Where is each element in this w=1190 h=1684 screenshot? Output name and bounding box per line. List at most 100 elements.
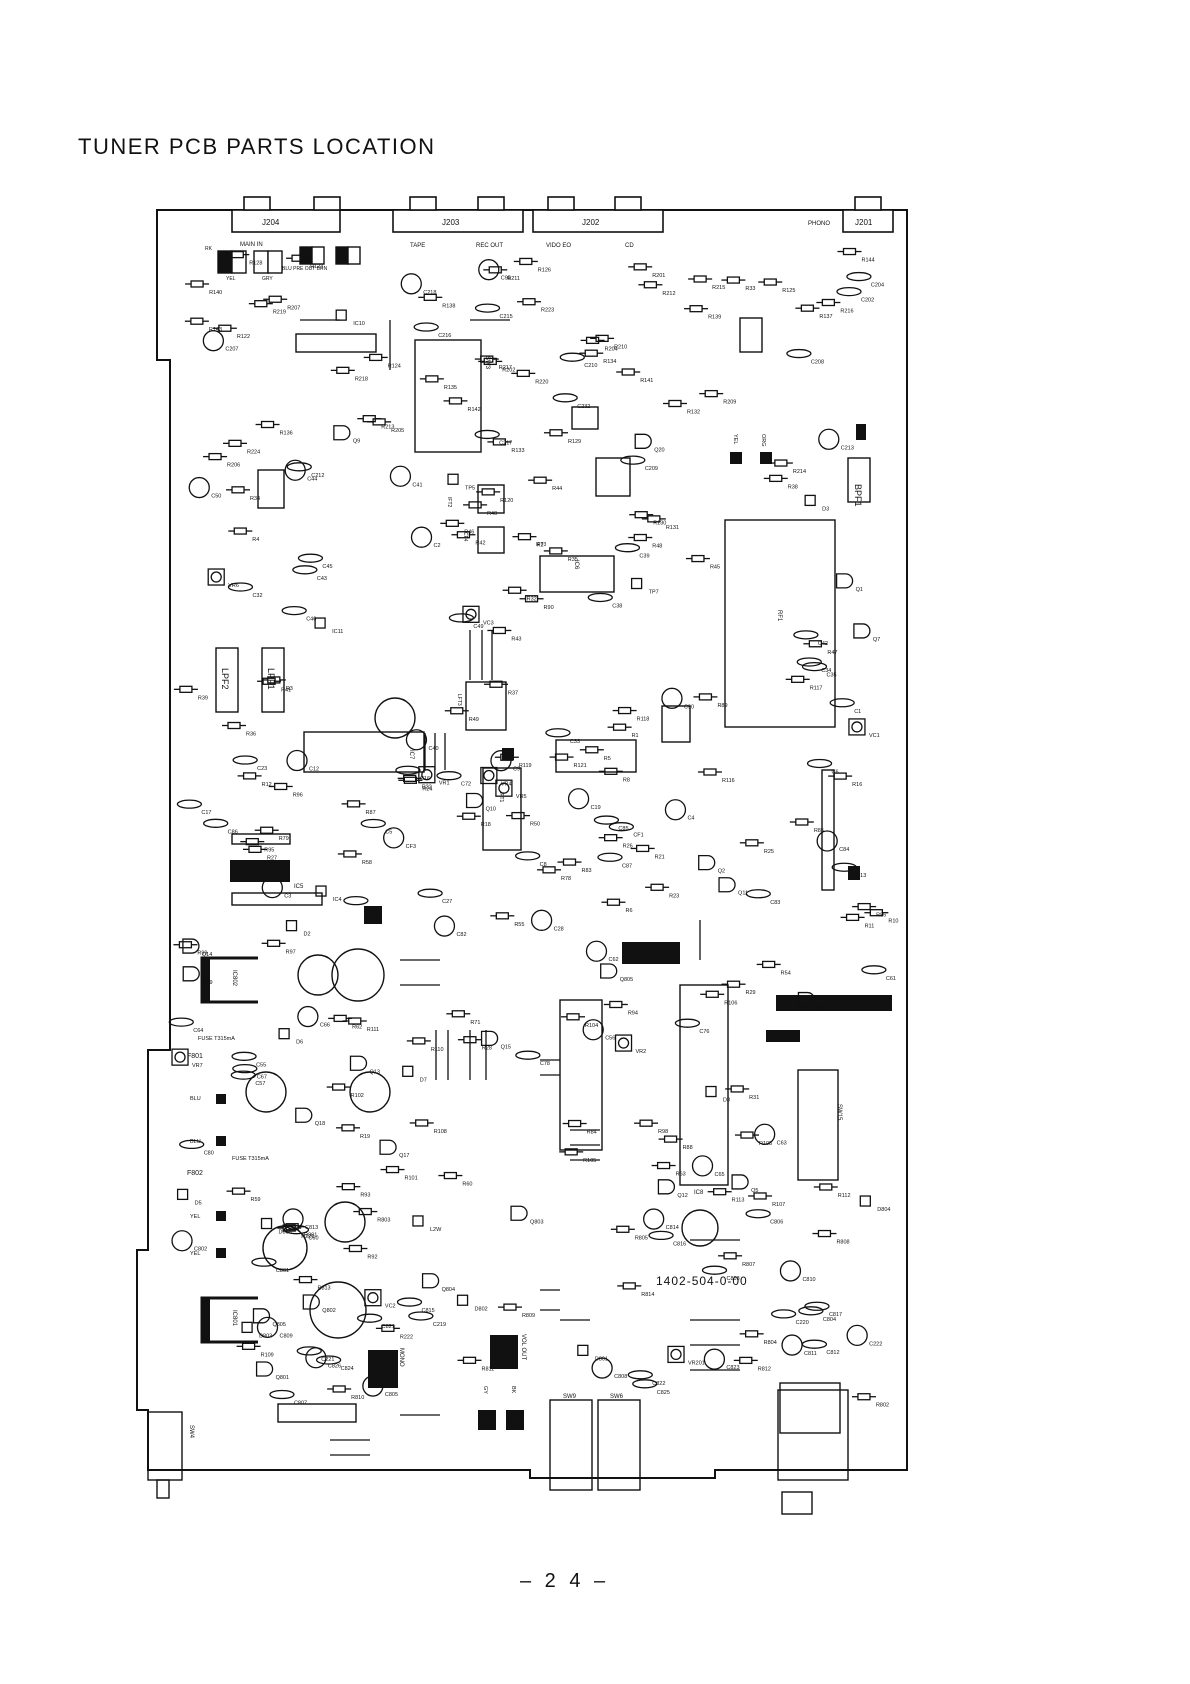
part-label: R121: [574, 763, 587, 769]
part-label: R808: [836, 1240, 849, 1246]
rf1-label: RF1: [776, 610, 782, 622]
transistor-icon: [421, 1273, 440, 1289]
part-label: C208: [811, 360, 824, 366]
part-label: R804: [764, 1340, 777, 1346]
connector-labels: J204 J203 J202 J201 PHONO TAPE REC OUT V…: [205, 218, 873, 282]
part-label: R106: [724, 1000, 737, 1006]
resistor-icon: [758, 278, 783, 286]
capacitor-icon: [256, 1316, 279, 1339]
part-label: VR7: [192, 1063, 203, 1069]
part-label: R39: [198, 695, 208, 701]
part-label: R122: [237, 334, 250, 340]
trimmer-icon: [848, 718, 866, 736]
part-label: C65: [715, 1172, 725, 1178]
top-connectors: [231, 196, 894, 233]
resistor-icon: [739, 839, 764, 847]
resistor-icon: [725, 1085, 750, 1093]
ift2-label: IFT2: [446, 497, 452, 507]
part-label: C801: [276, 1268, 289, 1274]
part-label: R45: [710, 565, 720, 571]
part-label: VR1: [439, 781, 450, 787]
ic8-block: [679, 984, 729, 1186]
board-part-number: 1402-504-0-00: [656, 1274, 748, 1288]
part-label: R8: [623, 777, 630, 783]
part-label: C812: [826, 1350, 839, 1356]
part-label: C67: [257, 1075, 267, 1081]
part-label: R810: [351, 1395, 364, 1401]
part-label: C64: [193, 1028, 203, 1034]
part-label: R89: [717, 703, 727, 709]
vol-out-label: VOL OUT: [520, 1334, 526, 1360]
resistor-icon: [699, 389, 724, 398]
capacitor-icon: [786, 348, 812, 359]
part-label: R217: [499, 365, 512, 371]
part-label: R32: [527, 596, 537, 602]
capacitor-icon: [648, 1230, 674, 1241]
resistor-icon: [173, 685, 198, 693]
pre-out-label: BLU PRE OUT BRN: [282, 266, 328, 272]
component-icon: [260, 1217, 273, 1230]
part-label: C817: [829, 1312, 842, 1318]
resistor-icon: [721, 980, 746, 988]
resistor-icon: [561, 1013, 586, 1021]
part-label: C84: [839, 847, 849, 853]
fuse2-label: FUSE T315mA: [232, 1156, 269, 1162]
rec-out-label: REC OUT: [476, 243, 503, 249]
part-label: R126: [538, 267, 551, 273]
capacitor-icon: [701, 1265, 728, 1275]
part-label: R101: [405, 1176, 418, 1182]
part-label: R1: [632, 733, 639, 739]
capacitor-icon: [282, 1208, 304, 1230]
part-label: R43: [511, 636, 521, 642]
capacitor-icon: [179, 1139, 205, 1150]
part-label: CF1: [633, 833, 643, 839]
capacitor-icon: [818, 428, 840, 450]
part-label: R144: [862, 258, 875, 264]
part-label: R120: [500, 498, 513, 504]
capacitor-icon: [661, 687, 683, 709]
part-label: C38: [612, 603, 622, 609]
part-label: C87: [622, 863, 632, 869]
part-label: R92: [367, 1255, 377, 1261]
part-label: R46: [464, 529, 474, 535]
part-label: R50: [530, 822, 540, 828]
transistor-icon: [255, 1361, 274, 1377]
capacitor-icon: [478, 259, 500, 281]
transistor-icon: [333, 425, 351, 441]
part-label: C219: [433, 1322, 446, 1328]
part-label: C215: [500, 314, 513, 320]
capacitor-icon: [261, 876, 283, 899]
capacitor-icon: [410, 526, 433, 548]
lft3-label: LFT3: [456, 694, 462, 706]
resistor-icon: [557, 858, 582, 866]
capacitor-icon: [232, 755, 258, 765]
part-label: Q5: [751, 1188, 758, 1194]
resistor-icon: [397, 774, 422, 783]
mono-label: MONO: [398, 1348, 404, 1367]
rf1-block: [724, 519, 836, 728]
power-ic-brackets: [200, 956, 258, 1344]
part-label: C3: [284, 894, 291, 900]
part-label: Q2: [718, 869, 725, 875]
resistor-icon: [662, 399, 687, 408]
resistor-icon: [658, 1135, 683, 1143]
part-label: R136: [280, 431, 293, 437]
capacitor-icon: [417, 888, 443, 898]
part-label: C807: [294, 1400, 307, 1406]
part-label: C62: [608, 957, 618, 963]
part-label: R104: [585, 1023, 598, 1029]
resistor-icon: [226, 486, 251, 494]
resistor-icon: [638, 281, 663, 289]
component-icon: [577, 1344, 589, 1357]
capacitor-icon: [474, 303, 501, 313]
capacitor-icon: [793, 630, 819, 640]
transistor-icon: [634, 433, 652, 449]
capacitor-icon: [620, 455, 646, 465]
part-label: R222: [400, 1334, 413, 1340]
part-label: R220: [535, 379, 548, 385]
resistor-icon: [502, 586, 527, 594]
part-label: C220: [796, 1320, 809, 1326]
part-label: R38: [788, 484, 798, 490]
electrolytic-capacitor-icon: [309, 1281, 367, 1339]
capacitor-icon: [202, 330, 225, 352]
